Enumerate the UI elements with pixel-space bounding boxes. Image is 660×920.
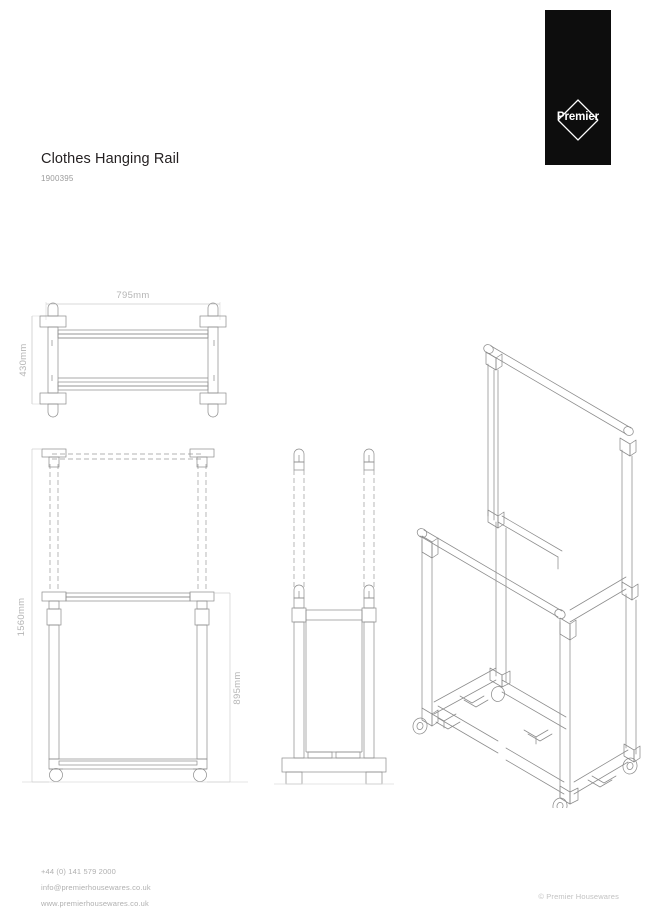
footer-copyright: © Premier Housewares <box>538 892 619 901</box>
title-block: Clothes Hanging Rail 1900395 <box>41 150 179 184</box>
brand-logo-bar: Premier <box>545 10 611 165</box>
brand-logo-text: Premier <box>556 111 600 123</box>
diamond-outline-icon <box>557 99 599 141</box>
product-code: 1900395 <box>41 174 74 183</box>
footer-website[interactable]: www.premierhousewares.co.uk <box>41 899 149 908</box>
dim-label-width: 795mm <box>116 290 149 301</box>
footer-contact-block: +44 (0) 141 579 2000 info@premierhousewa… <box>41 864 619 912</box>
dim-label-height-rail: 895mm <box>232 671 243 704</box>
footer-phone: +44 (0) 141 579 2000 <box>41 867 116 876</box>
footer: +44 (0) 141 579 2000 info@premierhousewa… <box>41 864 619 912</box>
dim-label-height-max: 1560mm <box>16 598 27 637</box>
side-elevation-drawing <box>274 448 394 785</box>
front-elevation-drawing: 1560mm 895mm <box>16 448 248 783</box>
isometric-view-drawing <box>412 344 641 808</box>
dim-label-depth: 430mm <box>18 343 29 376</box>
footer-email[interactable]: info@premierhousewares.co.uk <box>41 883 151 892</box>
top-view-drawing: 795mm 430mm <box>18 290 227 418</box>
page-title: Clothes Hanging Rail <box>41 151 180 167</box>
